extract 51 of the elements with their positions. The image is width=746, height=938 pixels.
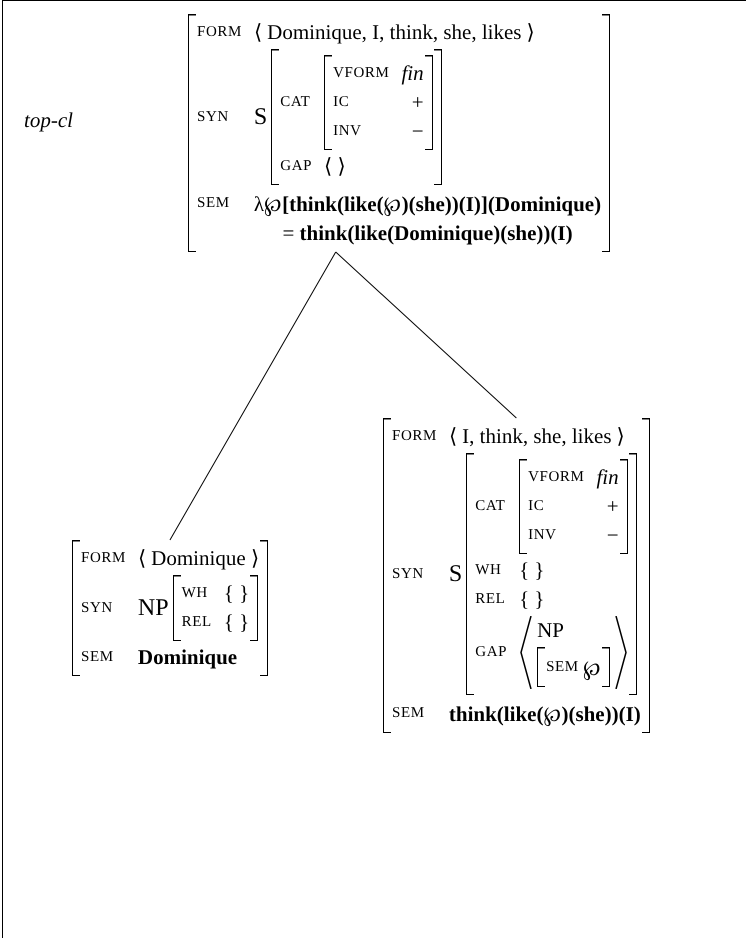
feature-value: + xyxy=(606,494,619,519)
feature-value: ⟨ ⟩ xyxy=(324,154,346,179)
category-label: NP xyxy=(138,594,169,622)
feature-value: { } xyxy=(224,610,250,635)
feature-value: fin xyxy=(401,61,424,86)
feature-name: FORM xyxy=(81,550,126,567)
feature-name: IC xyxy=(528,498,544,515)
feature-name: GAP xyxy=(475,644,508,661)
feature-value: { } xyxy=(519,558,545,583)
feature-name: SEM xyxy=(392,704,425,722)
feature-value: ⟨ Dominique, I, think, she, likes ⟩ xyxy=(254,20,535,45)
feature-name: SYN xyxy=(197,108,229,126)
feature-name: WH xyxy=(182,585,208,602)
feature-name: IC xyxy=(333,94,350,111)
feature-name: CAT xyxy=(475,498,506,515)
feature-value: think(like(℘)(she))(I) xyxy=(448,701,641,727)
feature-name: SYN xyxy=(392,566,424,582)
feature-name: INV xyxy=(333,123,362,140)
feature-value: { } xyxy=(224,581,250,606)
tree-branch xyxy=(335,252,517,418)
category-label: S xyxy=(254,104,268,130)
category-label: S xyxy=(448,560,462,588)
feature-name: SEM xyxy=(546,658,579,676)
feature-value: − xyxy=(412,119,424,144)
feature-name: SEM xyxy=(197,194,230,212)
feature-name: FORM xyxy=(392,428,437,445)
feature-name: VFORM xyxy=(528,469,584,486)
feature-name: REL xyxy=(475,591,506,608)
tree-branch xyxy=(169,252,336,540)
feature-value: ⟨ Dominique ⟩ xyxy=(138,546,259,571)
feature-name: CAT xyxy=(280,94,310,111)
feature-value: − xyxy=(606,523,619,548)
feature-value: { } xyxy=(519,587,545,612)
feature-name: GAP xyxy=(280,158,312,175)
feature-value: ⟨ I, think, she, likes ⟩ xyxy=(448,424,625,449)
feature-name: SEM xyxy=(81,649,114,666)
feature-value: fin xyxy=(596,465,619,490)
feature-value: ℘ xyxy=(582,655,601,681)
feature-value: + xyxy=(412,90,424,115)
feature-value: NP xyxy=(537,618,564,643)
semantic-value: Dominique xyxy=(138,645,238,670)
node-type-label: top-cl xyxy=(24,108,73,133)
feature-name: VFORM xyxy=(333,65,390,82)
feature-name: WH xyxy=(475,562,502,579)
feature-name: FORM xyxy=(197,24,242,41)
feature-name: INV xyxy=(528,527,557,544)
feature-value: = think(like(Dominique)(she))(I) xyxy=(282,221,573,246)
feature-name: SYN xyxy=(81,600,113,616)
angle-bracket-list xyxy=(519,616,628,689)
feature-value: λ℘[think(like(℘)(she))(I)](Dominique) xyxy=(254,191,602,217)
feature-name: REL xyxy=(182,614,212,631)
